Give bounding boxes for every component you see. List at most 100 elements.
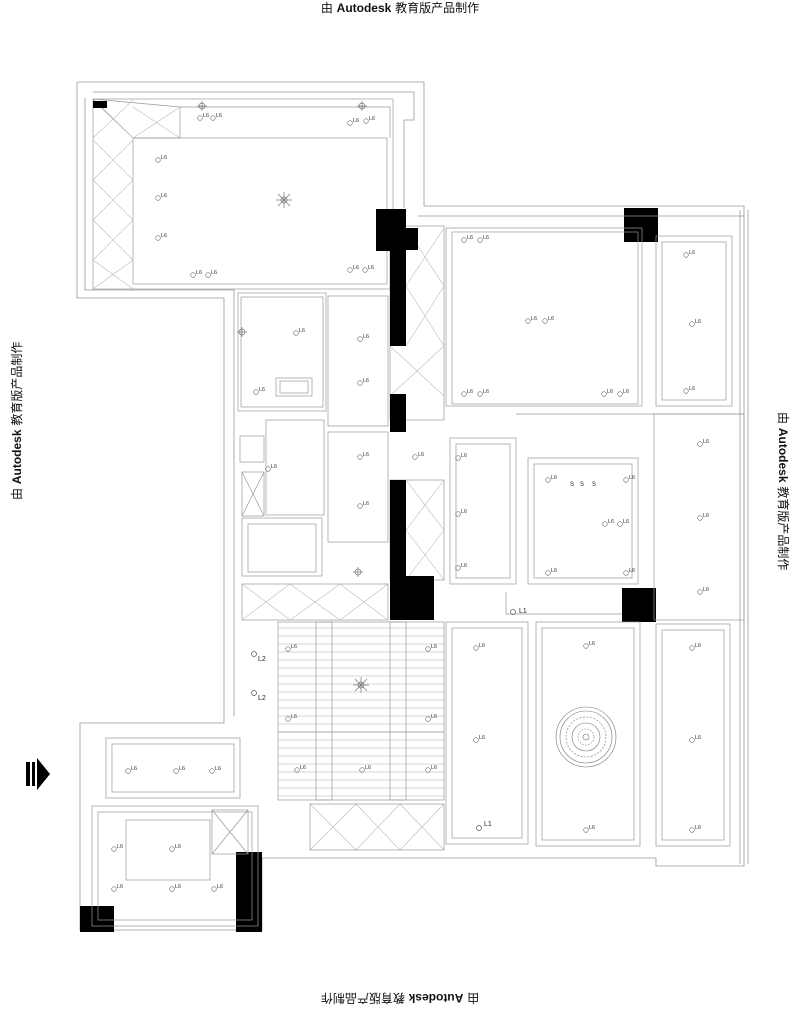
downlight-label: L6: [689, 250, 695, 256]
downlight-icon: [425, 646, 431, 652]
downlight-label: L6: [161, 193, 167, 199]
downlight-label: L6: [365, 765, 371, 771]
downlight-icon: [617, 391, 623, 397]
downlight-icon: [583, 643, 589, 649]
downlight-label: L6: [623, 389, 629, 395]
downlight-label: L6: [467, 235, 473, 241]
downlight-icon: [155, 195, 161, 201]
downlight-icon: [689, 645, 695, 651]
room-middle: [449, 413, 745, 621]
downlight-label: L6: [629, 568, 635, 574]
downlight-icon: [209, 768, 215, 774]
svg-text:S: S: [580, 482, 584, 488]
downlight-icon: [190, 272, 196, 278]
downlight-label: L6: [703, 587, 709, 593]
downlight-icon: [285, 646, 291, 652]
downlight-icon: [357, 336, 363, 342]
downlight-icon: [357, 454, 363, 460]
spotlight-l2: L2: [251, 690, 266, 702]
downlight-label: L6: [461, 453, 467, 459]
downlight-icon: [697, 441, 703, 447]
downlight-label: L6: [161, 233, 167, 239]
watermark-top: 由 Autodesk 教育版产品制作: [320, 1, 480, 15]
downlight-label: L6: [461, 509, 467, 515]
downlight-icon: [602, 521, 608, 527]
downlight-label: L6: [589, 641, 595, 647]
downlight-icon: [697, 589, 703, 595]
downlight-label: L6: [608, 519, 614, 525]
downlight-label: L6: [363, 378, 369, 384]
downlight-icon: [455, 511, 461, 517]
downlight-icon: [617, 521, 623, 527]
downlight-icon: [294, 767, 300, 773]
downlight-icon: [125, 768, 131, 774]
downlight-label: L6: [175, 884, 181, 890]
downlight-label: L6: [299, 328, 305, 334]
downlight-label: L6: [548, 316, 554, 322]
downlight-icon: [689, 827, 695, 833]
downlight-icon: [477, 237, 483, 243]
downlight-label: L6: [703, 513, 709, 519]
downlight-label: L6: [689, 386, 695, 392]
downlight-icon: [111, 886, 117, 892]
downlight-icon: [210, 115, 216, 121]
downlight-icon: [205, 272, 211, 278]
downlight-label: L6: [467, 389, 473, 395]
svg-text:L1: L1: [484, 821, 492, 828]
downlight-icon: [197, 115, 203, 121]
downlight-label: L6: [179, 766, 185, 772]
column-block: [93, 101, 107, 108]
downlight-label: L6: [431, 714, 437, 720]
downlight-icon: [285, 716, 291, 722]
downlight-icon: [583, 827, 589, 833]
fan-icon: [197, 101, 367, 577]
downlight-label: L6: [363, 501, 369, 507]
chandelier-icon: [276, 192, 292, 208]
downlight-label: L6: [291, 714, 297, 720]
downlight-label: L6: [589, 825, 595, 831]
downlight-label: L6: [291, 644, 297, 650]
downlight-label: L6: [196, 270, 202, 276]
downlight-icon: [359, 767, 365, 773]
downlight-icon: [155, 157, 161, 163]
spotlight-l1: L1: [510, 608, 527, 615]
downlight-label: L6: [431, 765, 437, 771]
downlight-label: L6: [623, 519, 629, 525]
downlight-icon: [173, 768, 179, 774]
spotlight-l1: L1: [476, 821, 492, 831]
downlight-icon: [357, 503, 363, 509]
downlight-icon: [461, 391, 467, 397]
downlight-icon: [461, 237, 467, 243]
chandelier-icon: [353, 677, 369, 693]
downlight-label: L6: [551, 475, 557, 481]
room-top-right: [418, 215, 744, 407]
downlight-label: L6: [216, 113, 222, 119]
downlight-icon: [545, 570, 551, 576]
structural-columns: [80, 208, 658, 932]
downlight-label: L6: [215, 766, 221, 772]
svg-text:L2: L2: [258, 695, 266, 702]
downlight-label: L6: [695, 319, 701, 325]
downlight-label: L6: [483, 235, 489, 241]
svg-text:S: S: [592, 482, 596, 488]
entry-arrow-icon: [26, 758, 50, 790]
downlight-label: L6: [175, 844, 181, 850]
downlight-icon: [689, 321, 695, 327]
room-lower-left: [91, 737, 259, 927]
downlight-label: L6: [161, 155, 167, 161]
downlight-label: L6: [695, 825, 701, 831]
downlight-icon: [363, 118, 369, 124]
downlight-icon: [477, 391, 483, 397]
downlight-label: L6: [368, 265, 374, 271]
downlight-label: L6: [203, 113, 209, 119]
downlight-icon: [455, 565, 461, 571]
downlight-label: L6: [695, 643, 701, 649]
downlight-icon: [169, 846, 175, 852]
downlight-label: L6: [551, 568, 557, 574]
downlight-icon: [623, 570, 629, 576]
downlight-icon: [623, 477, 629, 483]
downlight-icon: [683, 388, 689, 394]
downlight-label: L6: [131, 766, 137, 772]
downlight-icon: [253, 389, 259, 395]
